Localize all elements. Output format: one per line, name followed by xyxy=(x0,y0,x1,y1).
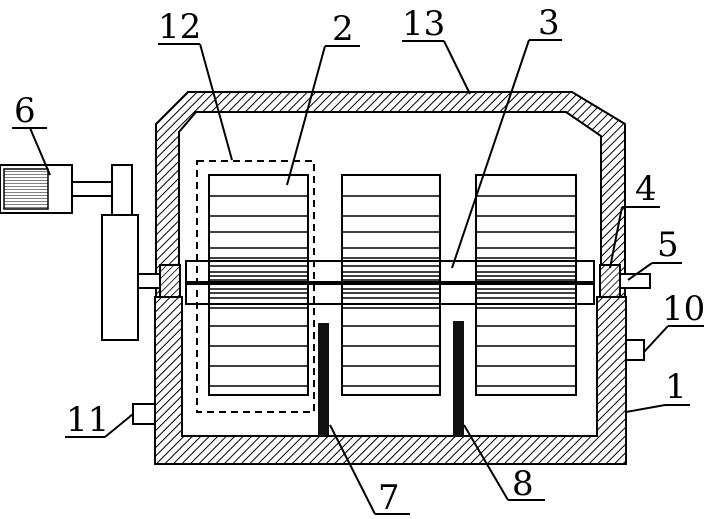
left-bearing xyxy=(159,264,181,298)
leader-8 xyxy=(463,424,509,501)
label-4: 4 xyxy=(635,169,657,209)
leader-7 xyxy=(329,424,376,515)
outlet-port-10 xyxy=(625,339,645,361)
label-2: 2 xyxy=(332,9,354,49)
label-6: 6 xyxy=(14,91,36,131)
label-1: 1 xyxy=(665,367,687,407)
leader-4 xyxy=(609,206,623,269)
motor-shaft xyxy=(71,181,113,197)
divider-bar-8 xyxy=(453,321,464,436)
label-13: 13 xyxy=(402,4,445,44)
divider-bar-7 xyxy=(318,323,329,436)
dashed-box xyxy=(196,160,315,413)
leader-11 xyxy=(104,413,134,438)
leader-6-d xyxy=(29,127,51,176)
leader-13 xyxy=(443,40,471,95)
leader-1 xyxy=(625,404,666,413)
right-bearing xyxy=(599,264,621,298)
label-12: 12 xyxy=(158,7,201,47)
leader-3 xyxy=(451,39,530,269)
label-7: 7 xyxy=(378,478,400,518)
motor-coil xyxy=(3,168,49,210)
leader-12 xyxy=(199,43,233,161)
leader-10 xyxy=(643,325,669,353)
label-8: 8 xyxy=(512,464,534,504)
leader-5 xyxy=(627,262,653,281)
leader-2 xyxy=(286,45,326,186)
label-3: 3 xyxy=(538,3,560,43)
drive-lower-plate xyxy=(101,214,139,341)
inlet-port-11 xyxy=(132,403,156,425)
drive-upper-plate xyxy=(111,164,133,216)
label-10: 10 xyxy=(662,289,705,329)
label-11: 11 xyxy=(66,400,109,440)
label-5: 5 xyxy=(657,225,679,265)
base-housing xyxy=(154,296,627,465)
